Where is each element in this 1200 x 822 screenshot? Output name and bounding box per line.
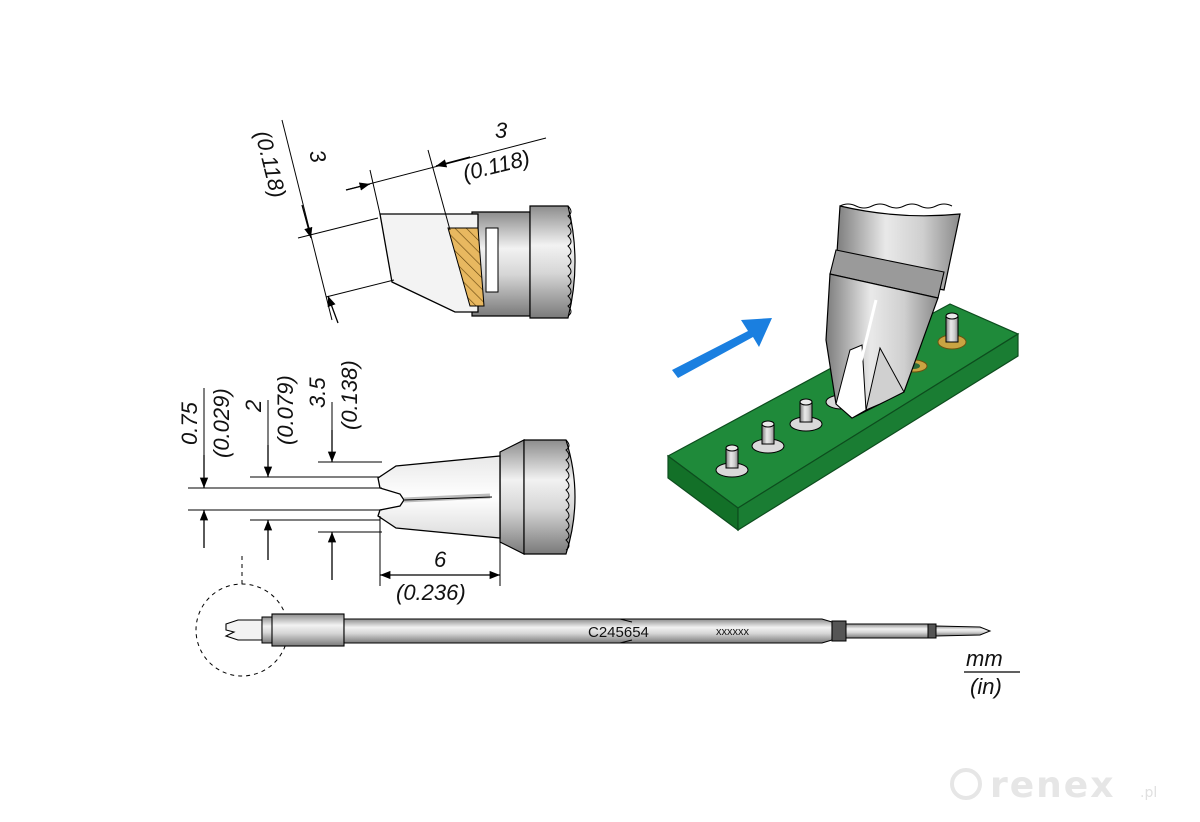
pcb-side-front [737,332,1019,532]
watermark-logo-icon [950,768,982,800]
front-fork-in: (0.079) [273,375,298,445]
units-legend: mm (in) [964,646,1020,699]
front-fork-mm: 2 [241,400,266,413]
cartridge-band [831,620,847,642]
front-view-body [523,439,576,555]
top-width-mm: 3 [495,118,508,143]
front-gap-mm: 0.75 [177,401,202,445]
top-height-in: (0.118) [250,128,291,200]
pcb-pin-3 [789,398,823,432]
watermark: renex .pl [950,765,1157,806]
front-length-mm: 6 [434,547,447,572]
front-outer-in: (0.138) [337,360,362,430]
watermark-brand: renex [990,765,1115,806]
pcb-pin-2 [751,420,785,454]
direction-arrow [672,318,772,378]
cartridge-pin [935,625,992,637]
pcb-illustration [666,203,1020,532]
front-view-tip: 0.75 (0.029) 2 (0.079) 3.5 (0.138) 6 (0.… [177,360,576,605]
cartridge-tip [224,619,263,641]
pcb-pin-6 [937,312,967,350]
pcb-pin-1 [715,444,749,478]
cartridge-full: C245654 xxxxxx [195,556,992,677]
cartridge-serial: xxxxxx [716,626,750,638]
top-view-tip: 3 (0.118) 3 (0.118) [250,118,576,324]
front-outer-mm: 3.5 [305,377,330,408]
front-view-collar [499,439,525,555]
top-height-mm: 3 [304,147,331,166]
top-view-body [529,205,576,319]
cartridge-head [271,613,345,647]
cartridge-model: C245654 [588,624,649,641]
unit-in: (in) [970,674,1002,699]
soldering-tip-3d [825,203,961,419]
watermark-suffix: .pl [1140,785,1157,801]
front-gap-in: (0.029) [209,388,234,458]
front-length-in: (0.236) [396,580,466,605]
top-view-section-hatch [447,227,485,307]
unit-mm: mm [966,646,1003,671]
